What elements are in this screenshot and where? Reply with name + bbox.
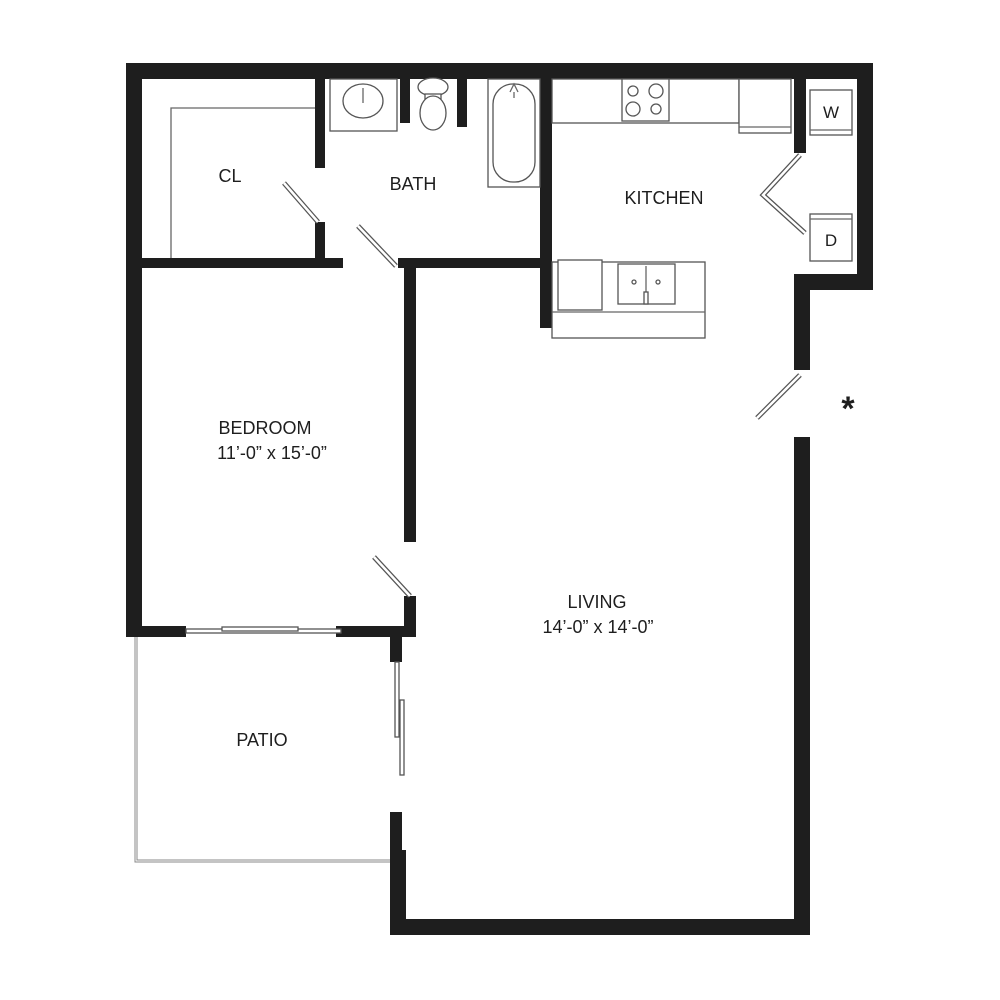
bath-fixtures: [329, 77, 541, 188]
bathtub-icon: [487, 78, 541, 188]
kitchen-label: KITCHEN: [624, 188, 703, 208]
bedroom-label: BEDROOM: [218, 418, 311, 438]
entry-marker: *: [841, 390, 855, 428]
refrigerator-icon: [738, 78, 792, 134]
washer-label: W: [823, 103, 839, 122]
laundry-bifold-door[interactable]: [759, 153, 807, 235]
dryer-label: D: [825, 231, 837, 250]
doors[interactable]: [185, 153, 807, 776]
closet-label: CL: [218, 166, 241, 186]
sink-icon: [329, 78, 398, 132]
stove-icon: [621, 78, 670, 122]
walls: [126, 63, 873, 935]
washer: W: [809, 89, 853, 136]
bedroom-door[interactable]: [372, 555, 412, 598]
patio-railing: [134, 637, 390, 863]
bath-label: BATH: [390, 174, 437, 194]
dishwasher-icon: [557, 259, 603, 311]
living-label: LIVING: [567, 592, 626, 612]
bedroom-sliding-door[interactable]: [185, 626, 342, 634]
bath-door[interactable]: [356, 224, 398, 268]
dryer: D: [809, 213, 853, 262]
kitchen-fixtures: [551, 78, 792, 339]
entry-door[interactable]: [755, 373, 802, 420]
toilet-icon: [417, 77, 449, 131]
patio-label: PATIO: [236, 730, 287, 750]
living-size: 14’-0” x 14’-0”: [542, 617, 653, 637]
bedroom-size: 11’-0” x 15’-0”: [217, 443, 327, 463]
living-sliding-door[interactable]: [394, 661, 405, 776]
closet-door[interactable]: [282, 181, 320, 224]
closet-shelf: [170, 107, 315, 258]
kitchen-sink-icon: [617, 263, 676, 305]
